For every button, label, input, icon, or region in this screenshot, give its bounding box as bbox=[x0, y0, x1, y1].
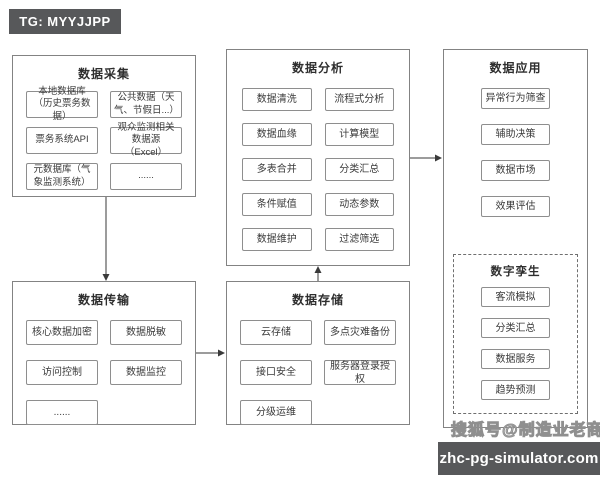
group-title-digital-twin: 数字孪生 bbox=[490, 266, 541, 278]
diagram-node: 接口安全 bbox=[240, 360, 312, 385]
diagram-node: 过滤筛选 bbox=[324, 228, 394, 251]
diagram-node: 分类汇总 bbox=[324, 158, 394, 181]
diagram-node: 辅助决策 bbox=[481, 124, 550, 145]
group-data-analysis: 数据分析 数据清洗 流程式分析 数据血缘 计算模型 多表合并 分类汇总 条件赋值… bbox=[226, 49, 410, 266]
diagram-node: 数据清洗 bbox=[242, 88, 312, 111]
group-title-data-analysis: 数据分析 bbox=[291, 61, 344, 75]
diagram-node: 流程式分析 bbox=[324, 88, 394, 111]
diagram-node: 多点灾难备份 bbox=[324, 320, 396, 345]
diagram-node: 本地数据库（历史票务数据） bbox=[26, 86, 98, 122]
diagram-node: 数据市场 bbox=[481, 160, 550, 181]
diagram-node: 公共数据（天气、节假日...） bbox=[110, 91, 182, 118]
diagram-node: 效果评估 bbox=[481, 196, 550, 217]
diagram-node: 观众监测相关数据源（Excel） bbox=[110, 122, 182, 158]
diagram-node: 数据维护 bbox=[242, 228, 312, 251]
transmission-node-grid: 核心数据加密 数据脱敏 访问控制 数据监控 ...... bbox=[26, 320, 182, 425]
sohu-watermark: 搜狐号@制造业老商 bbox=[451, 422, 600, 440]
diagram-node: ...... bbox=[26, 400, 98, 425]
group-data-storage: 数据存储 云存储 多点灾难备份 接口安全 服务器登录授权 分级运维 bbox=[226, 281, 410, 425]
group-title-data-application: 数据应用 bbox=[489, 61, 542, 75]
diagram-node: 数据监控 bbox=[110, 360, 182, 385]
storage-node-grid: 云存储 多点灾难备份 接口安全 服务器登录授权 分级运维 bbox=[240, 320, 396, 425]
diagram-node: ...... bbox=[110, 163, 182, 190]
diagram-node: 数据服务 bbox=[481, 349, 550, 369]
diagram-node: 核心数据加密 bbox=[26, 320, 98, 345]
group-title-data-transmission: 数据传输 bbox=[77, 293, 130, 307]
group-data-application: 数据应用 异常行为筛查 辅助决策 数据市场 效果评估 数字孪生 客流模拟 分类汇… bbox=[443, 49, 588, 428]
group-title-data-collection: 数据采集 bbox=[77, 67, 130, 81]
diagram-node: 数据脱敏 bbox=[110, 320, 182, 345]
analysis-node-grid: 数据清洗 流程式分析 数据血缘 计算模型 多表合并 分类汇总 条件赋值 动态参数… bbox=[242, 88, 394, 251]
diagram-node: 客流模拟 bbox=[481, 287, 550, 307]
group-data-transmission: 数据传输 核心数据加密 数据脱敏 访问控制 数据监控 ...... bbox=[12, 281, 196, 425]
application-node-list: 异常行为筛查 辅助决策 数据市场 效果评估 bbox=[444, 88, 587, 217]
arrowhead-right-icon bbox=[218, 349, 225, 357]
diagram-node: 服务器登录授权 bbox=[324, 360, 396, 385]
diagram-node: 多表合并 bbox=[242, 158, 312, 181]
diagram-node: 云存储 bbox=[240, 320, 312, 345]
diagram-node: 条件赋值 bbox=[242, 193, 312, 216]
site-badge: zhc-pg-simulator.com bbox=[438, 442, 600, 475]
group-data-collection: 数据采集 本地数据库（历史票务数据） 公共数据（天气、节假日...） 票务系统A… bbox=[12, 55, 196, 197]
tg-badge: TG: MYYJJPP bbox=[9, 9, 121, 34]
diagram-node: 分级运维 bbox=[240, 400, 312, 425]
arrowhead-down-icon bbox=[102, 274, 110, 281]
diagram-node: 异常行为筛查 bbox=[481, 88, 550, 109]
diagram-node: 分类汇总 bbox=[481, 318, 550, 338]
arrowhead-right-icon bbox=[435, 154, 442, 162]
diagram-node: 元数据库（气象监测系统） bbox=[26, 163, 98, 190]
diagram-node: 票务系统API bbox=[26, 127, 98, 154]
collection-node-grid: 本地数据库（历史票务数据） 公共数据（天气、节假日...） 票务系统API 观众… bbox=[26, 86, 182, 190]
diagram-node: 数据血缘 bbox=[242, 123, 312, 146]
group-title-data-storage: 数据存储 bbox=[291, 293, 344, 307]
arrowhead-up-icon bbox=[314, 266, 322, 273]
diagram-node: 动态参数 bbox=[324, 193, 394, 216]
diagram-node: 趋势预测 bbox=[481, 380, 550, 400]
diagram-node: 计算模型 bbox=[324, 123, 394, 146]
group-digital-twin: 数字孪生 客流模拟 分类汇总 数据服务 趋势预测 bbox=[453, 254, 578, 414]
twin-node-list: 客流模拟 分类汇总 数据服务 趋势预测 bbox=[454, 287, 577, 400]
diagram-node: 访问控制 bbox=[26, 360, 98, 385]
